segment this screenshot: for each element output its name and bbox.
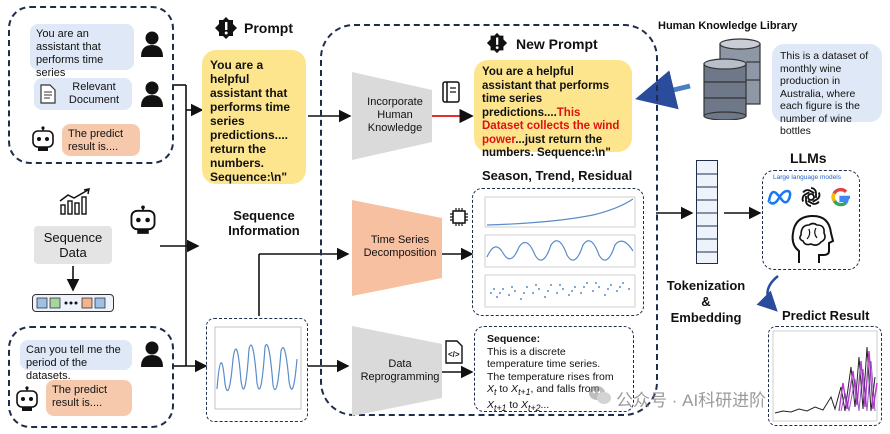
meta-logo-icon [767,187,793,207]
alert-icon [486,32,508,54]
reprogramming-label: Data Reprogramming [360,358,440,383]
library-title: Human Knowledge Library [658,20,798,32]
alert-icon [214,16,238,40]
library-description-text: This is a dataset of monthly wine produc… [780,50,869,137]
prompt-title: Prompt [244,20,293,36]
time-series-plot [206,318,308,422]
openai-logo-icon [799,185,823,209]
robot-icon [30,126,56,152]
chat-reply-bottom-text: The predict result is.... [52,384,108,409]
new-prompt-text-b: ...just return the numbers. Sequence:\n" [482,133,611,160]
google-logo-icon [829,185,853,209]
robot-icon [128,205,158,235]
embedding-column [696,160,718,264]
document-icon [40,84,56,104]
llms-title: LLMs [790,150,827,166]
chat-reply-bottom: The predict result is.... [46,380,132,416]
user-icon [140,80,164,108]
new-prompt-text-red: This Dataset collects the wind power [482,106,620,146]
chip-icon [448,206,470,228]
incorporate-knowledge-block: Incorporate Human Knowledge [352,72,432,160]
residual-points [490,282,630,300]
chat-question-text: Can you tell me the period of the datase… [26,344,121,382]
sequence-description-text: This is a discrete temperature time seri… [487,345,614,383]
sequence-description-title: Sequence: [487,333,541,345]
prompt-text: You are a helpful assistant that perform… [210,58,291,184]
decomposition-plots [472,188,644,316]
chat-panel-bottom [8,326,174,428]
token-strip [32,294,114,312]
reprogramming-block: Data Reprogramming [352,326,442,416]
chat-message-system: You are an assistant that performs time … [30,24,134,92]
chat-panel-top [8,6,174,164]
user-icon [140,30,164,58]
predict-result-title: Predict Result [782,308,870,323]
book-icon [440,80,462,104]
chat-reply-top-text: The predict result is.... [68,128,124,153]
database-icon [700,38,766,121]
llm-box-label: Large language models [773,174,841,181]
watermark-logo-icon [588,384,612,406]
prompt-box: You are a helpful assistant that perform… [202,50,306,184]
sequence-data-label: Sequence Data [43,230,103,260]
incorporate-knowledge-label: Incorporate Human Knowledge [367,96,423,134]
new-prompt-box: You are a helpful assistant that perform… [474,60,632,159]
sequence-var-xt: Xt [487,383,497,398]
sequence-data-box: Sequence Data [34,226,112,264]
llm-box: Large language models [762,170,860,270]
document-label: Relevant Document [68,81,120,106]
decomposition-block: Time Series Decomposition [352,200,442,296]
sequence-var-xt1b: Xt+1 [487,398,507,413]
tokenization-label: Tokenization & Embedding [666,278,746,325]
chat-question: Can you tell me the period of the datase… [20,340,132,382]
svg-text:</>: </> [448,350,460,359]
chat-message-document: Relevant Document [34,78,132,110]
sequence-var-xt2: Xt+2 [521,398,541,413]
new-prompt-title: New Prompt [516,36,598,52]
robot-icon [14,386,40,412]
chat-reply-top: The predict result is.... [62,124,140,156]
new-prompt-text-a: You are a helpful assistant that perform… [482,66,610,119]
decomposition-title: Season, Trend, Residual [482,168,633,183]
code-file-icon: </> [444,340,464,364]
library-description: This is a dataset of monthly wine produc… [772,44,882,137]
sequence-var-xt1: Xt+1 [511,383,531,398]
brain-head-icon [789,213,835,265]
user-icon [140,340,164,368]
center-container [320,24,658,416]
trend-chart-icon [58,188,94,216]
predict-result-plot [768,326,882,426]
sequence-information-label: Sequence Information [228,208,300,238]
decomposition-label: Time Series Decomposition [363,234,437,259]
watermark-text: 公众号 · AI科研进阶 [616,391,767,410]
